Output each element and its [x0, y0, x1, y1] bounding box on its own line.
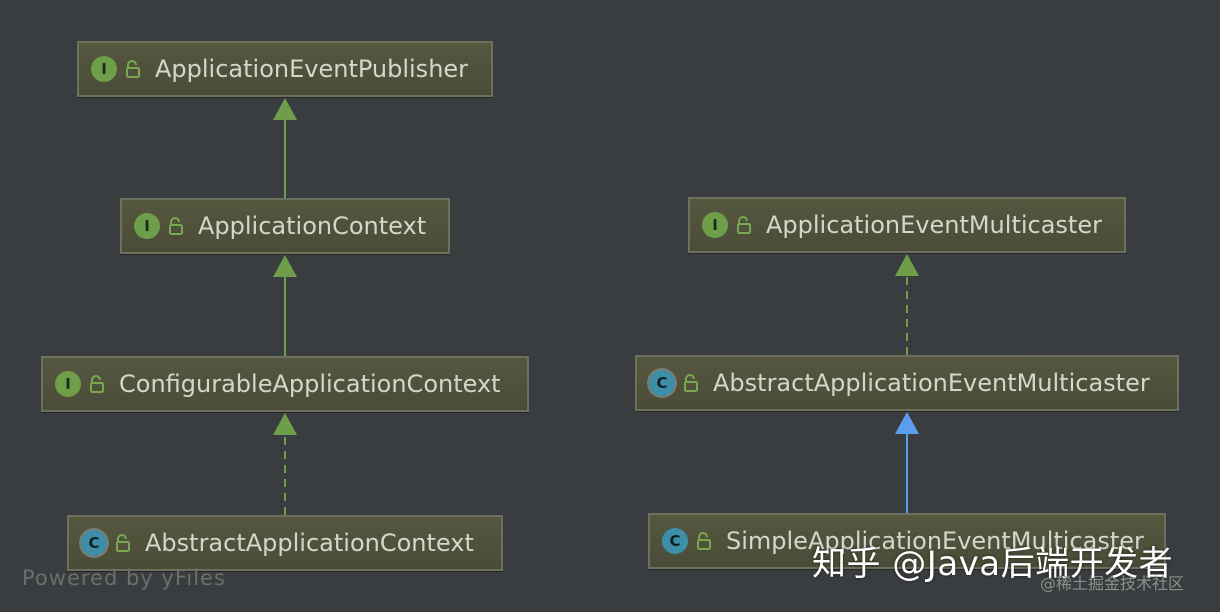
node-label: ApplicationEventPublisher — [155, 55, 469, 83]
juejin-watermark: @稀土掘金技术社区 — [1040, 574, 1185, 593]
node-application-context[interactable]: I ApplicationContext — [120, 198, 450, 254]
node-label: ApplicationContext — [198, 212, 427, 240]
arrowhead-configurable-to-context — [273, 255, 297, 277]
arrowhead-abstract_context-to-configurable — [273, 413, 297, 435]
interface-icon: I — [91, 56, 117, 82]
public-access-icon — [89, 375, 105, 393]
node-label: AbstractApplicationEventMulticaster — [713, 369, 1150, 397]
class-icon: C — [662, 528, 688, 554]
node-label: AbstractApplicationContext — [145, 529, 474, 557]
zhihu-watermark: 知乎 @Java后端开发者 — [812, 544, 1174, 584]
node-label: ConfigurableApplicationContext — [119, 370, 501, 398]
public-access-icon — [696, 532, 712, 550]
node-simple-application-event-multicaster[interactable]: C SimpleApplicationEventMulticaster — [648, 513, 1166, 569]
interface-icon: I — [134, 213, 160, 239]
public-access-icon — [115, 534, 131, 552]
public-access-icon — [736, 216, 752, 234]
node-application-event-multicaster[interactable]: I ApplicationEventMulticaster — [688, 197, 1126, 253]
arrowhead-abstract_multicaster-to-multicaster — [895, 254, 919, 276]
public-access-icon — [168, 217, 184, 235]
node-application-event-publisher[interactable]: I ApplicationEventPublisher — [77, 41, 493, 97]
arrowhead-context-to-publisher — [273, 98, 297, 120]
powered-by-footer: Powered by yFiles — [22, 566, 226, 590]
node-abstract-application-event-multicaster[interactable]: C AbstractApplicationEventMulticaster — [635, 355, 1179, 411]
interface-icon: I — [702, 212, 728, 238]
arrowhead-simple_multicaster-to-abstract_multicaster — [895, 412, 919, 434]
node-configurable-application-context[interactable]: I ConfigurableApplicationContext — [41, 356, 529, 412]
interface-icon: I — [55, 371, 81, 397]
edges-layer — [273, 98, 919, 515]
public-access-icon — [125, 60, 141, 78]
public-access-icon — [683, 374, 699, 392]
node-label: ApplicationEventMulticaster — [766, 211, 1102, 239]
abstract-class-icon: C — [81, 530, 107, 556]
node-abstract-application-context[interactable]: C AbstractApplicationContext — [67, 515, 503, 571]
abstract-class-icon: C — [649, 370, 675, 396]
node-label: SimpleApplicationEventMulticaster — [726, 527, 1144, 555]
